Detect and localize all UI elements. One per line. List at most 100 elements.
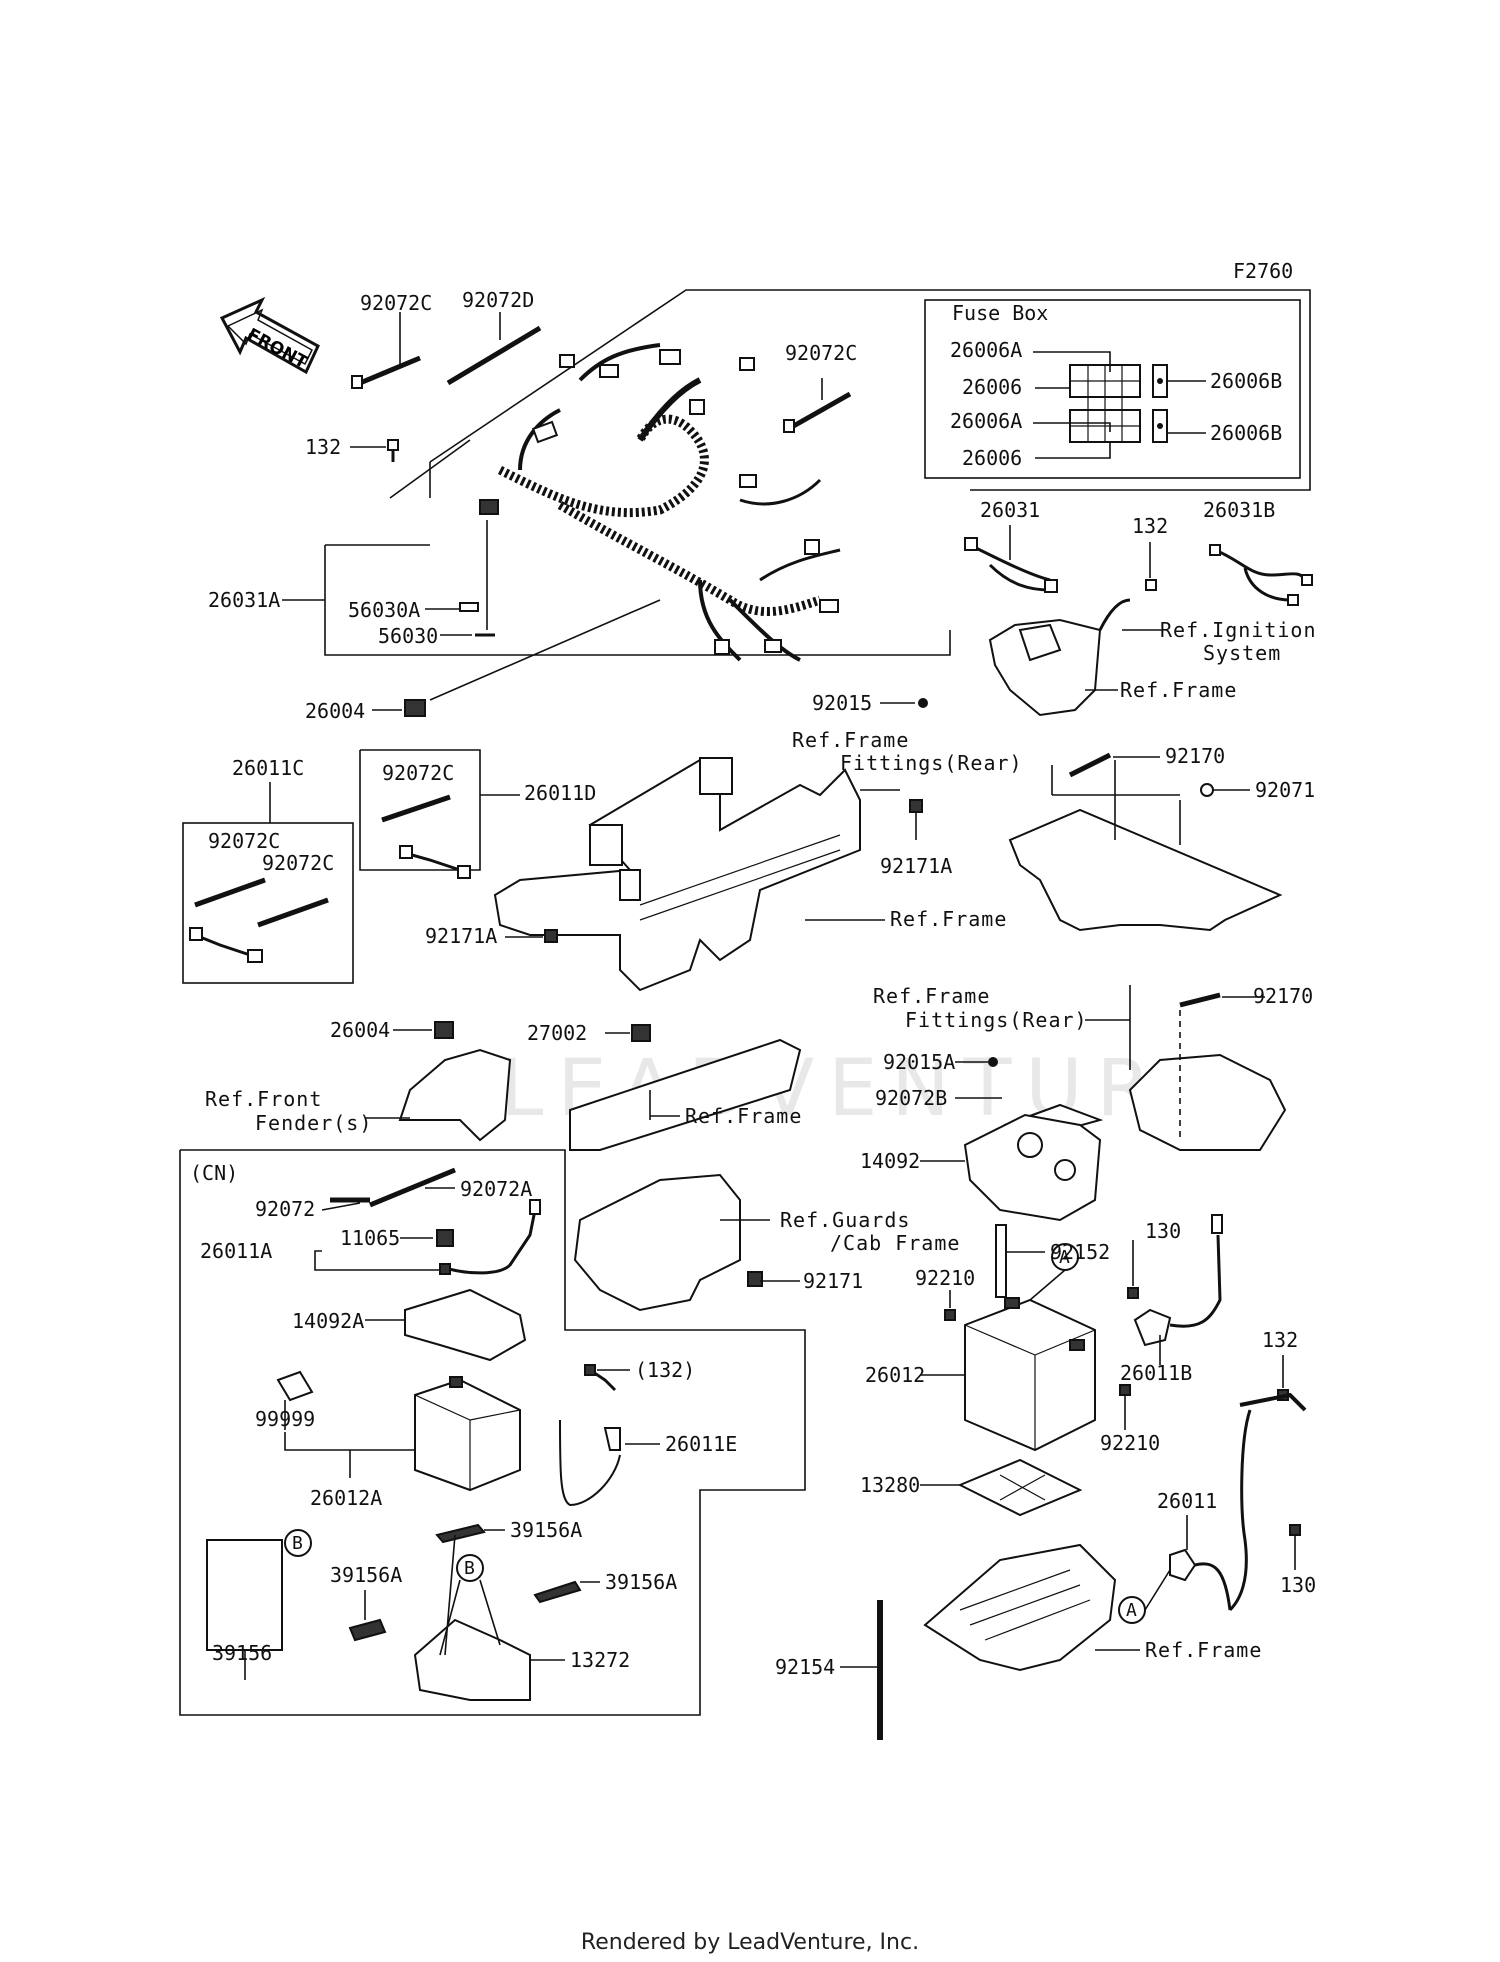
battery-tray-13280	[920, 1458, 1083, 1517]
ref-frame-fittings-1b: Fittings(Rear)	[840, 751, 1023, 775]
battery-support-frame	[840, 1543, 1140, 1740]
fuse-label-26006b-1: 26006B	[1210, 369, 1282, 393]
svg-text:A: A	[1126, 1600, 1137, 1621]
label-14092a: 14092A	[292, 1309, 364, 1333]
label-92072d: 92072D	[462, 288, 534, 312]
label-92072c-5: 92072C	[382, 761, 454, 785]
label-132-2: 132	[1132, 514, 1168, 538]
label-56030: 56030	[378, 624, 438, 648]
label-92015a: 92015A	[883, 1050, 955, 1074]
label-26011d: 26011D	[524, 781, 596, 805]
label-132-1: 132	[305, 435, 341, 459]
fuse-label-26006a-2: 26006A	[950, 409, 1022, 433]
label-39156a-1: 39156A	[510, 1518, 582, 1542]
relay-26004-top-icon	[372, 599, 661, 717]
label-26011b: 26011B	[1120, 1361, 1192, 1385]
callout-a-lower: A	[1118, 1569, 1171, 1624]
label-26004-2: 26004	[330, 1018, 390, 1042]
box-26011c	[182, 782, 354, 984]
cable-26011b	[1127, 1214, 1223, 1365]
rear-fitting-upper	[1008, 752, 1283, 932]
sub-harness-26031	[964, 525, 1058, 593]
label-92171a-2: 92171A	[425, 924, 497, 948]
label-26031: 26031	[980, 498, 1040, 522]
label-92152: 92152	[1050, 1240, 1110, 1264]
label-130-1: 130	[1145, 1219, 1181, 1243]
ref-frame-fittings-2a: Ref.Frame	[873, 984, 990, 1008]
ref-frame-fittings-2b: Fittings(Rear)	[905, 1008, 1088, 1032]
label-92171: 92171	[803, 1269, 863, 1293]
sub-harness-26031b	[1209, 544, 1313, 606]
label-26011: 26011	[1157, 1489, 1217, 1513]
label-132-3: 132	[1262, 1328, 1298, 1352]
box-26011d	[359, 749, 520, 879]
ref-frame-3: Ref.Frame	[685, 1104, 802, 1128]
label-26011e: 26011E	[665, 1432, 737, 1456]
cn-region: (CN) B	[179, 1149, 806, 1716]
guards-cab-frame	[573, 1173, 800, 1312]
label-26012: 26012	[865, 1363, 925, 1387]
label-39156a-3: 39156A	[605, 1570, 677, 1594]
cable-26011	[1169, 1355, 1307, 1612]
footer-credit: Rendered by LeadVenture, Inc.	[580, 1930, 920, 1955]
svg-text:A: A	[1059, 1247, 1070, 1268]
label-13280: 13280	[860, 1473, 920, 1497]
label-92072c-1: 92072C	[360, 291, 432, 315]
battery-holder-14092	[920, 1057, 1104, 1298]
main-harness-group	[324, 289, 1311, 662]
clip-56030a-icon	[425, 602, 479, 612]
nut-92015-icon	[880, 698, 928, 708]
frame-middle	[493, 757, 900, 992]
label-92072c-4: 92072C	[262, 851, 334, 875]
label-26011c: 26011C	[232, 756, 304, 780]
ref-ignition-2: System	[1203, 641, 1281, 665]
label-13272: 13272	[570, 1648, 630, 1672]
label-92171a-1: 92171A	[880, 854, 952, 878]
label-92072c-2: 92072C	[785, 341, 857, 365]
ref-ignition-1: Ref.Ignition	[1160, 618, 1317, 642]
ref-front-fender-1: Ref.Front	[205, 1087, 322, 1111]
battery-26012	[920, 1290, 1131, 1452]
cable-ties-top	[351, 312, 852, 433]
label-92210-2: 92210	[1100, 1431, 1160, 1455]
ref-frame-4: Ref.Frame	[1145, 1638, 1262, 1662]
fuse-label-26006-1: 26006	[962, 375, 1022, 399]
label-26004-1: 26004	[305, 699, 365, 723]
cn-region-label: (CN)	[190, 1161, 238, 1185]
label-27002: 27002	[527, 1021, 587, 1045]
frame-rail-lower	[569, 1024, 802, 1151]
ref-guards-1: Ref.Guards	[780, 1208, 910, 1232]
label-92072c-3: 92072C	[208, 829, 280, 853]
label-130-2: 130	[1280, 1573, 1316, 1597]
clip-92171a-lower-icon	[505, 929, 558, 943]
bolt-132-right-icon	[1145, 542, 1157, 591]
svg-text:B: B	[292, 1533, 303, 1554]
label-99999: 99999	[255, 1407, 315, 1431]
label-92072a: 92072A	[460, 1177, 532, 1201]
frame-bracket-upper	[988, 598, 1162, 717]
fuse-box-title: Fuse Box	[952, 301, 1048, 325]
fuse-label-26006-2: 26006	[962, 446, 1022, 470]
front-fender-bracket	[365, 1021, 512, 1142]
clip-92171a-upper-icon	[909, 799, 923, 840]
part-labels: 92072C 92072D 92072C 132 26031A 56030A 5…	[200, 288, 1316, 1679]
fuse-label-26006a-1: 26006A	[950, 338, 1022, 362]
label-56030a: 56030A	[348, 598, 420, 622]
label-92072b: 92072B	[875, 1086, 947, 1110]
label-92071: 92071	[1255, 778, 1315, 802]
label-26031b: 26031B	[1203, 498, 1275, 522]
label-92015: 92015	[812, 691, 872, 715]
diagram-code: F2760	[1233, 259, 1293, 283]
label-92072: 92072	[255, 1197, 315, 1221]
label-26031a: 26031A	[208, 588, 280, 612]
label-39156: 39156	[212, 1641, 272, 1665]
ref-front-fender-2: Fender(s)	[255, 1111, 372, 1135]
rear-fitting-lower	[1085, 985, 1287, 1151]
svg-text:B: B	[464, 1558, 475, 1579]
label-92170-2: 92170	[1253, 984, 1313, 1008]
ref-frame-1: Ref.Frame	[1120, 678, 1237, 702]
label-92170-1: 92170	[1165, 744, 1225, 768]
label-132-paren: (132)	[635, 1358, 695, 1382]
label-39156a-2: 39156A	[330, 1563, 402, 1587]
